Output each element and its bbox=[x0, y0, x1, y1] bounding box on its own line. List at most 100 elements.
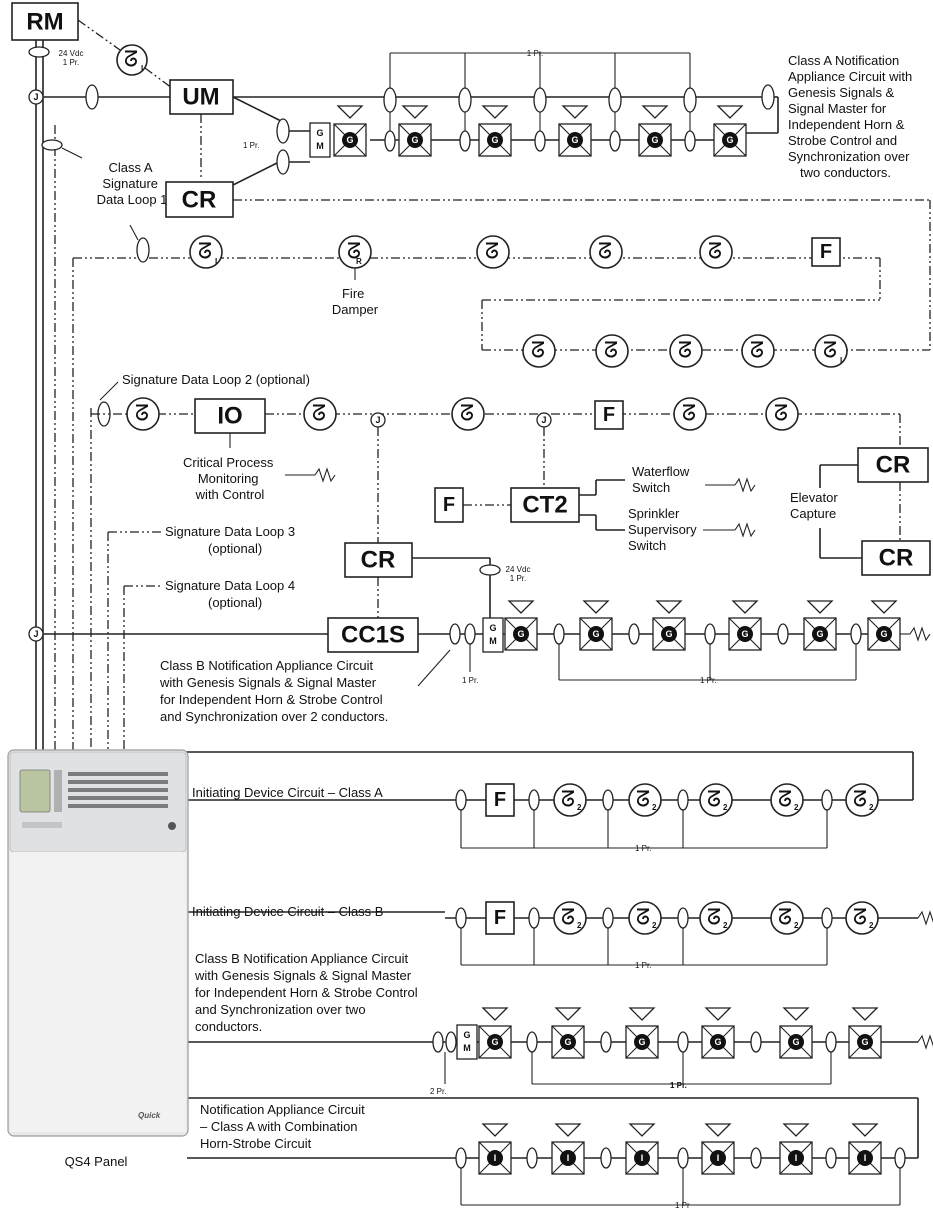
f-module bbox=[811, 237, 841, 267]
idc-class-a-label: Initiating Device Circuit – Class A bbox=[192, 785, 383, 800]
svg-text:G: G bbox=[741, 629, 748, 639]
junction-label: J bbox=[33, 92, 38, 102]
svg-text:2: 2 bbox=[869, 921, 874, 930]
isolator bbox=[553, 623, 565, 645]
genesis-signal: G bbox=[625, 1007, 659, 1059]
gm-m: M bbox=[463, 1043, 471, 1053]
svg-text:G: G bbox=[792, 1037, 799, 1047]
horn-strobe: I bbox=[478, 1123, 512, 1175]
isolator bbox=[383, 87, 397, 113]
svg-text:ᘔ: ᘔ bbox=[678, 338, 692, 363]
svg-text:ᘔ: ᘔ bbox=[485, 239, 499, 264]
svg-text:G: G bbox=[665, 629, 672, 639]
waterflow-label: Waterflow Switch bbox=[632, 464, 693, 495]
signature-detector: ᘔ bbox=[522, 334, 556, 368]
isolator bbox=[609, 130, 621, 152]
pair-label: 1 Pr bbox=[675, 1201, 690, 1210]
svg-text:ᘔ: ᘔ bbox=[750, 338, 764, 363]
class-a-nac-description: Class A Notification Appliance Circuit w… bbox=[788, 53, 916, 180]
um-row: J UM 1 Pr. 1 Pr. bbox=[28, 49, 779, 186]
qs4-panel: Quick QS4 Panel bbox=[7, 749, 189, 1169]
signature-detector: ᘔ bbox=[765, 397, 799, 431]
svg-text:G: G bbox=[592, 629, 599, 639]
isolator bbox=[677, 907, 689, 929]
svg-text:ᘔ: ᘔ bbox=[312, 401, 326, 426]
gm-m: M bbox=[489, 636, 497, 646]
svg-text:ᘔ: ᘔ bbox=[598, 239, 612, 264]
idc-class-b-label: Initiating Device Circuit – Class B bbox=[192, 904, 383, 919]
pair-label: 1 Pr. bbox=[700, 676, 716, 685]
signature-detector: ᘔ bbox=[669, 334, 703, 368]
svg-text:ᘔ: ᘔ bbox=[774, 401, 788, 426]
pair-label: 1 Pr. bbox=[462, 676, 478, 685]
resistor-icon bbox=[734, 477, 756, 493]
svg-text:G: G bbox=[651, 135, 658, 145]
isolator bbox=[777, 623, 789, 645]
cc1s-row: CR 24 Vdc 1 Pr. J CC1S 1 Pr. G M G bbox=[28, 542, 931, 724]
isolator bbox=[825, 1147, 837, 1169]
svg-text:ᘔ: ᘔ bbox=[531, 338, 545, 363]
svg-text:G: G bbox=[714, 1037, 721, 1047]
svg-text:G: G bbox=[346, 135, 353, 145]
f-label: F bbox=[494, 789, 506, 811]
fire-damper-module: ᘔ R bbox=[338, 235, 372, 269]
f-module bbox=[594, 400, 624, 430]
genesis-signal: G bbox=[579, 600, 613, 651]
svg-text:G: G bbox=[816, 629, 823, 639]
svg-text:G: G bbox=[564, 1037, 571, 1047]
isolator bbox=[528, 789, 540, 811]
svg-text:ᘔ: ᘔ bbox=[778, 905, 792, 930]
isolator bbox=[677, 1031, 689, 1053]
genesis-signal: G bbox=[478, 1007, 512, 1059]
svg-text:I: I bbox=[795, 1153, 798, 1163]
svg-text:I: I bbox=[864, 1153, 867, 1163]
panel-name: QS4 Panel bbox=[65, 1154, 128, 1169]
svg-text:I: I bbox=[840, 356, 842, 365]
isolator bbox=[458, 87, 472, 113]
svg-text:G: G bbox=[491, 135, 498, 145]
svg-text:2: 2 bbox=[577, 921, 582, 930]
elevator-section: CR CR Elevator Capture bbox=[790, 447, 931, 576]
f-label: F bbox=[603, 404, 615, 426]
loop1-section: Class A Signature Data Loop 1 CR ᘔ I ᘔ R… bbox=[41, 139, 931, 368]
loop2-section: Signature Data Loop 2 (optional) ᘔ IO Cr… bbox=[91, 372, 901, 543]
rm-pair-label: 1 Pr. bbox=[63, 58, 79, 67]
isolator bbox=[821, 907, 833, 929]
isolator bbox=[602, 907, 614, 929]
f-label: F bbox=[820, 241, 832, 263]
pair-label: 1 Pr. bbox=[635, 961, 651, 970]
genesis-signal: G bbox=[848, 1007, 882, 1059]
loop2-label: Signature Data Loop 2 (optional) bbox=[122, 372, 310, 387]
svg-text:ᘔ: ᘔ bbox=[604, 338, 618, 363]
pair-label: 1 Pr. bbox=[510, 574, 526, 583]
genesis-signal: G bbox=[779, 1007, 813, 1059]
isolator bbox=[432, 1031, 444, 1053]
isolator bbox=[750, 1031, 762, 1053]
horn-strobe: I bbox=[625, 1123, 659, 1175]
resistor-icon bbox=[314, 467, 336, 483]
panel-display bbox=[19, 769, 51, 813]
genesis-signal: G bbox=[652, 600, 686, 651]
isolator bbox=[821, 789, 833, 811]
nac-row-top: G M G G G bbox=[289, 105, 747, 163]
genesis-signal: G bbox=[638, 105, 672, 157]
isolator bbox=[455, 1147, 467, 1169]
io-module-label: IO bbox=[217, 403, 242, 430]
genesis-signal: G bbox=[701, 1007, 735, 1059]
panel-keyhole-icon bbox=[168, 822, 176, 830]
svg-text:G: G bbox=[411, 135, 418, 145]
isolator bbox=[455, 907, 467, 929]
signature-detector: ᘔ bbox=[451, 397, 485, 431]
um-module-label: UM bbox=[182, 84, 219, 111]
svg-text:ᘔ: ᘔ bbox=[460, 401, 474, 426]
isolator bbox=[825, 1031, 837, 1053]
genesis-signal: G bbox=[867, 600, 901, 651]
genesis-signal: G bbox=[398, 105, 432, 157]
isolator bbox=[608, 87, 622, 113]
cc1s-module-label: CC1S bbox=[341, 622, 405, 649]
